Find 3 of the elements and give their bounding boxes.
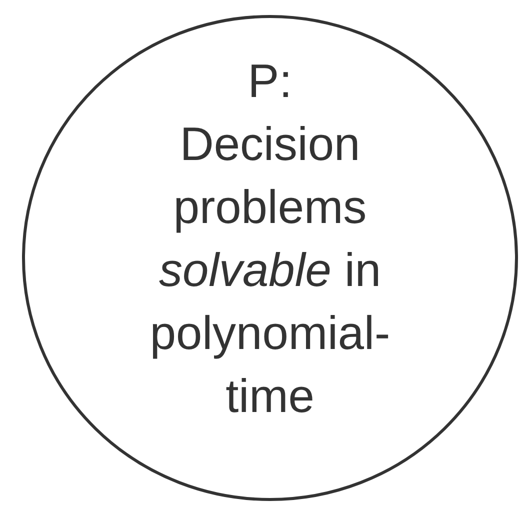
set-description: Decision problems solvable in polynomial-time	[148, 116, 392, 424]
set-name: P:	[246, 53, 294, 109]
set-circle	[22, 15, 518, 501]
